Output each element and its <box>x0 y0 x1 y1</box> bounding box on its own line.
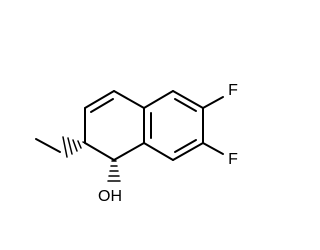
hydroxyl-group: OH <box>98 160 122 205</box>
ethyl-group <box>35 136 88 158</box>
bond-c7-f <box>202 142 224 155</box>
double-bond-c5-c6-inner <box>174 98 197 112</box>
fluorine-bottom-label: F <box>228 151 238 168</box>
fluorine-substituents: F F <box>202 82 238 168</box>
bond-c4-c3 <box>84 90 115 109</box>
bond-c2-c1 <box>84 142 115 161</box>
hashed-wedge-bond-ethyl <box>62 136 88 158</box>
dihydro-ring <box>84 90 145 161</box>
hydroxyl-label: OH <box>98 188 122 205</box>
fluorine-top-label: F <box>228 82 238 99</box>
bond-c4a-c4 <box>113 90 145 109</box>
double-bond-c7-c8-inner <box>174 139 197 153</box>
bond-c8-c8a <box>143 142 174 161</box>
bond-c7-c8 <box>172 142 204 161</box>
bond-c4a-c5 <box>143 90 174 109</box>
hashed-wedge-bond-hydroxyl <box>107 160 121 182</box>
bond-c1-c8a <box>113 142 145 161</box>
bond-c5-c6 <box>172 90 204 109</box>
aromatic-ring <box>143 90 204 161</box>
bond-c6-f <box>202 96 224 109</box>
bond-ethyl-methyl <box>35 138 61 153</box>
structure-diagram: OH F F <box>35 82 238 205</box>
double-bond-c4-c3-inner <box>90 98 114 113</box>
